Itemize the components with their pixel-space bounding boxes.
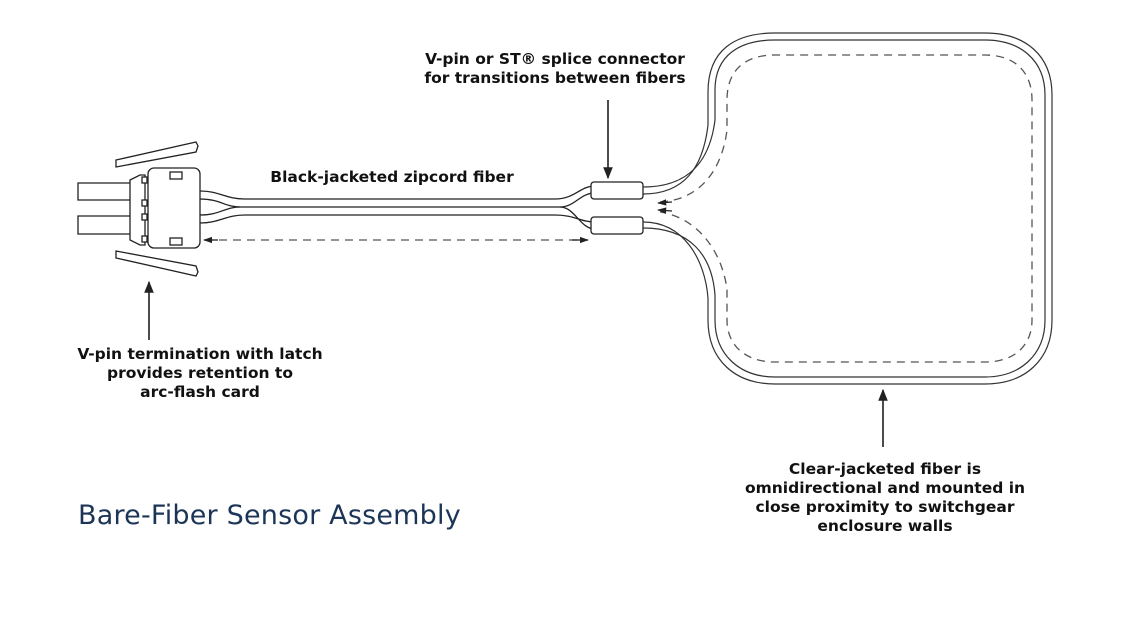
vpin-plug-top [77,182,136,201]
latch-top [115,141,199,168]
vpin-plug-bottom [77,215,136,235]
vpin-connector [77,141,201,277]
zipcord-fiber [199,185,596,230]
callout-zipcord: Black-jacketed zipcord fiber [270,168,514,186]
diagram-title: Bare-Fiber Sensor Assembly [78,500,461,531]
clear-fiber-loop [642,32,1053,385]
callout-vpin-termination: V-pin termination with latch provides re… [77,345,323,401]
splice-connector-top [590,181,644,200]
light-path [205,54,1033,363]
latch-bottom [115,250,199,277]
callout-splice-connector: V-pin or ST® splice connector for transi… [424,50,686,87]
splice-connector-bottom [590,216,644,235]
callout-arrows [144,100,888,447]
light-path-arrows [203,199,673,244]
splice-connectors [590,181,644,235]
callout-clear-fiber: Clear-jacketed fiber is omnidirectional … [744,460,1026,535]
connector-body [147,167,201,249]
